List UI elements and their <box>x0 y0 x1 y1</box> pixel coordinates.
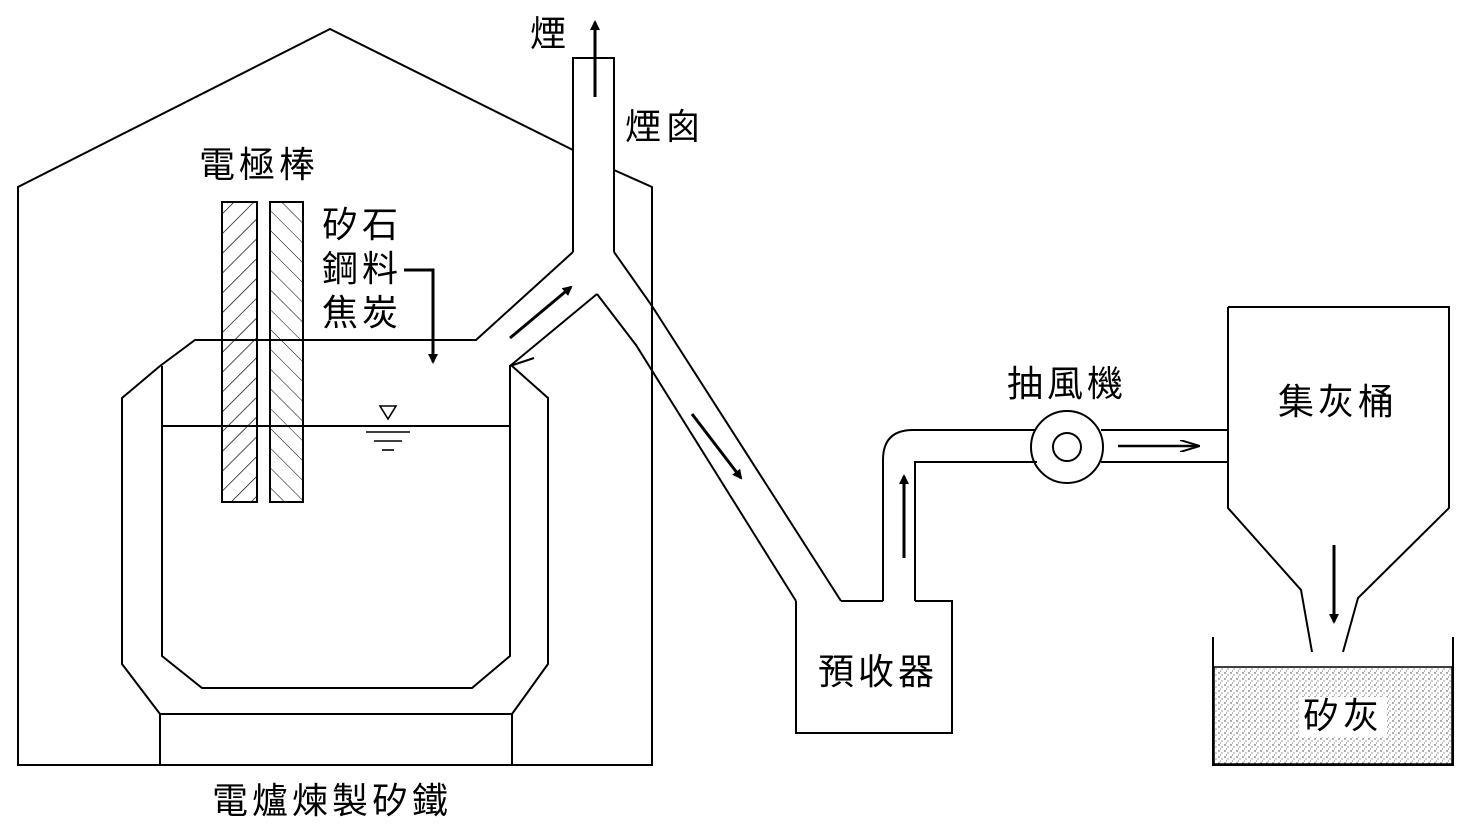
furnace-inner-wall <box>161 357 535 689</box>
furnace-roof <box>159 251 574 367</box>
precollector-box <box>795 600 953 734</box>
level-symbol <box>366 405 410 451</box>
arrow-flue-to-chimney <box>509 285 573 340</box>
ash-bin <box>1212 637 1454 766</box>
feed-label-steel: 鋼料 <box>322 249 403 290</box>
riser-pipe <box>882 429 1037 601</box>
fan-housing <box>1030 410 1104 484</box>
arrow-feed-in <box>404 268 438 364</box>
fan-rotor <box>1052 432 1082 462</box>
building-outline <box>17 27 653 766</box>
electrode-left <box>221 201 258 503</box>
smoke-label: 煙 <box>530 14 571 55</box>
electrode-right <box>269 201 304 503</box>
fan-label: 抽風機 <box>1007 364 1128 405</box>
precollector-label: 預收器 <box>818 652 939 693</box>
diagonal-duct <box>596 251 842 602</box>
dust-hopper <box>1227 306 1450 653</box>
electrode-label: 電極棒 <box>199 145 320 186</box>
silica-ash-label: 矽灰 <box>1299 697 1388 737</box>
chimney-label: 煙囪 <box>625 107 706 148</box>
hopper-label: 集灰桶 <box>1278 382 1399 423</box>
feed-label-coke: 焦炭 <box>322 293 403 334</box>
feed-label-silica: 矽石 <box>322 205 403 246</box>
fan-outlet-pipe <box>1101 429 1228 463</box>
flue-duct-lower <box>509 293 598 367</box>
arrow-duct-down <box>690 413 743 480</box>
diagram-caption: 電爐煉製矽鐵 <box>212 781 453 822</box>
furnace-base <box>159 713 513 765</box>
furnace-outer-wall <box>121 365 549 715</box>
